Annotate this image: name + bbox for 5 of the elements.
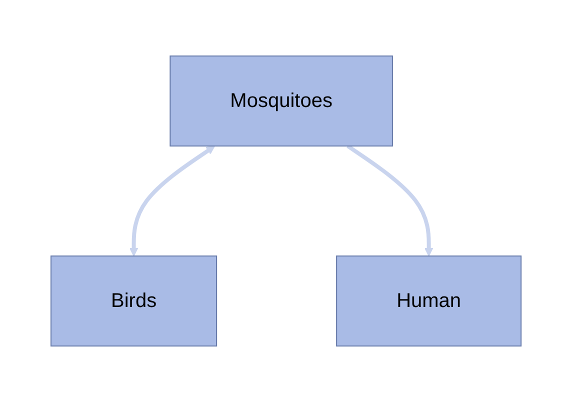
arrow: [129, 146, 215, 256]
arrow: [346, 144, 434, 256]
node-box: Human: [336, 256, 522, 346]
node-box: Birds: [50, 256, 218, 346]
node-box: Mosquitoes: [170, 56, 393, 146]
